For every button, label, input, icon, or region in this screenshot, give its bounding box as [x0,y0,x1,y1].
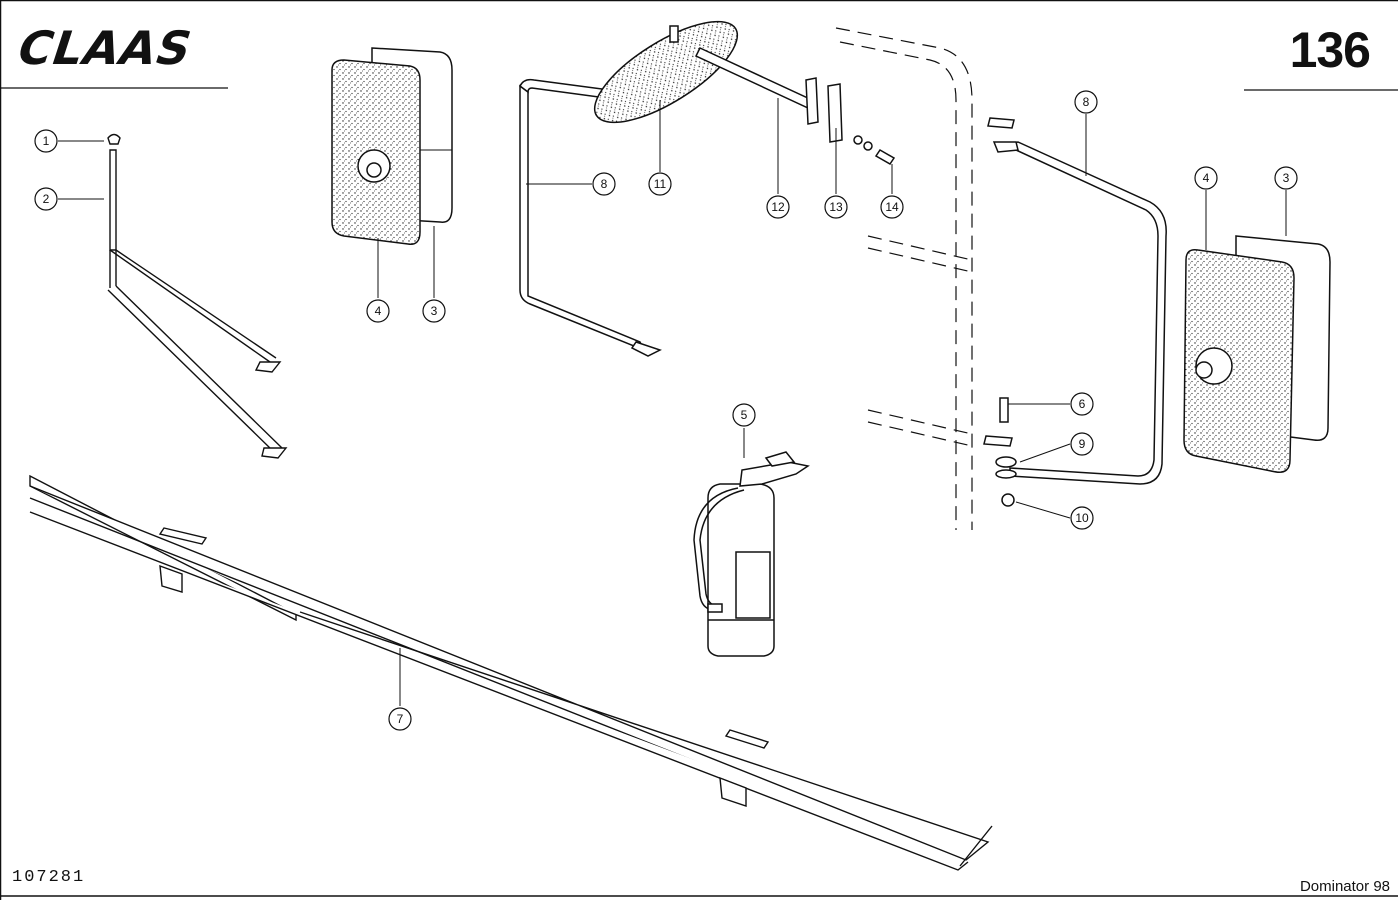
svg-text:10: 10 [1075,511,1089,525]
mirror-left [331,47,453,245]
svg-text:11: 11 [654,177,667,191]
svg-text:14: 14 [885,200,899,214]
callout-1: 1 [34,129,58,153]
svg-text:3: 3 [431,304,438,318]
callout-12: 12 [766,195,790,219]
svg-text:13: 13 [829,200,843,214]
callout-10: 10 [1070,506,1094,530]
model-name: Dominator 98 [1299,878,1390,895]
fire-extinguisher [693,451,810,657]
svg-text:8: 8 [601,177,608,191]
svg-text:6: 6 [1079,397,1086,411]
callout-2: 2 [34,187,58,211]
mirror-top-assembly [519,20,896,357]
callout-7: 7 [388,707,412,731]
part-rod-assembly [107,133,288,459]
svg-text:1: 1 [43,134,50,148]
callout-6: 6 [1070,392,1094,416]
svg-text:12: 12 [771,200,785,214]
callout-3-left: 3 [422,299,446,323]
svg-text:4: 4 [1203,171,1210,185]
page-number: 136 [1289,22,1371,78]
callout-9: 9 [1070,432,1094,456]
callouts: 1 2 3 3 4 4 5 6 7 8 8 9 10 11 12 13 14 [34,90,1298,731]
callout-13: 13 [824,195,848,219]
cab-pillar [835,27,973,530]
claas-logo: CLAAS [10,22,200,76]
svg-text:2: 2 [43,192,50,206]
mirror-arm-right [983,117,1167,507]
svg-text:8: 8 [1083,95,1090,109]
svg-text:4: 4 [375,304,382,318]
callout-8-right: 8 [1074,90,1098,114]
svg-text:7: 7 [397,712,404,726]
svg-text:3: 3 [1283,171,1290,185]
profile-rail [29,474,993,871]
svg-text:9: 9 [1079,437,1086,451]
callout-4-right: 4 [1194,166,1218,190]
callout-8-left: 8 [592,172,616,196]
callout-11: 11 [648,172,672,196]
callout-14: 14 [880,195,904,219]
svg-text:CLAAS: CLAAS [10,22,200,76]
callout-4-left: 4 [366,299,390,323]
drawing-number: 107281 [12,868,86,887]
callout-3-right: 3 [1274,166,1298,190]
svg-text:5: 5 [741,408,748,422]
callout-5: 5 [732,403,756,427]
leader-lines [58,98,1287,706]
mirror-right [1183,235,1331,473]
